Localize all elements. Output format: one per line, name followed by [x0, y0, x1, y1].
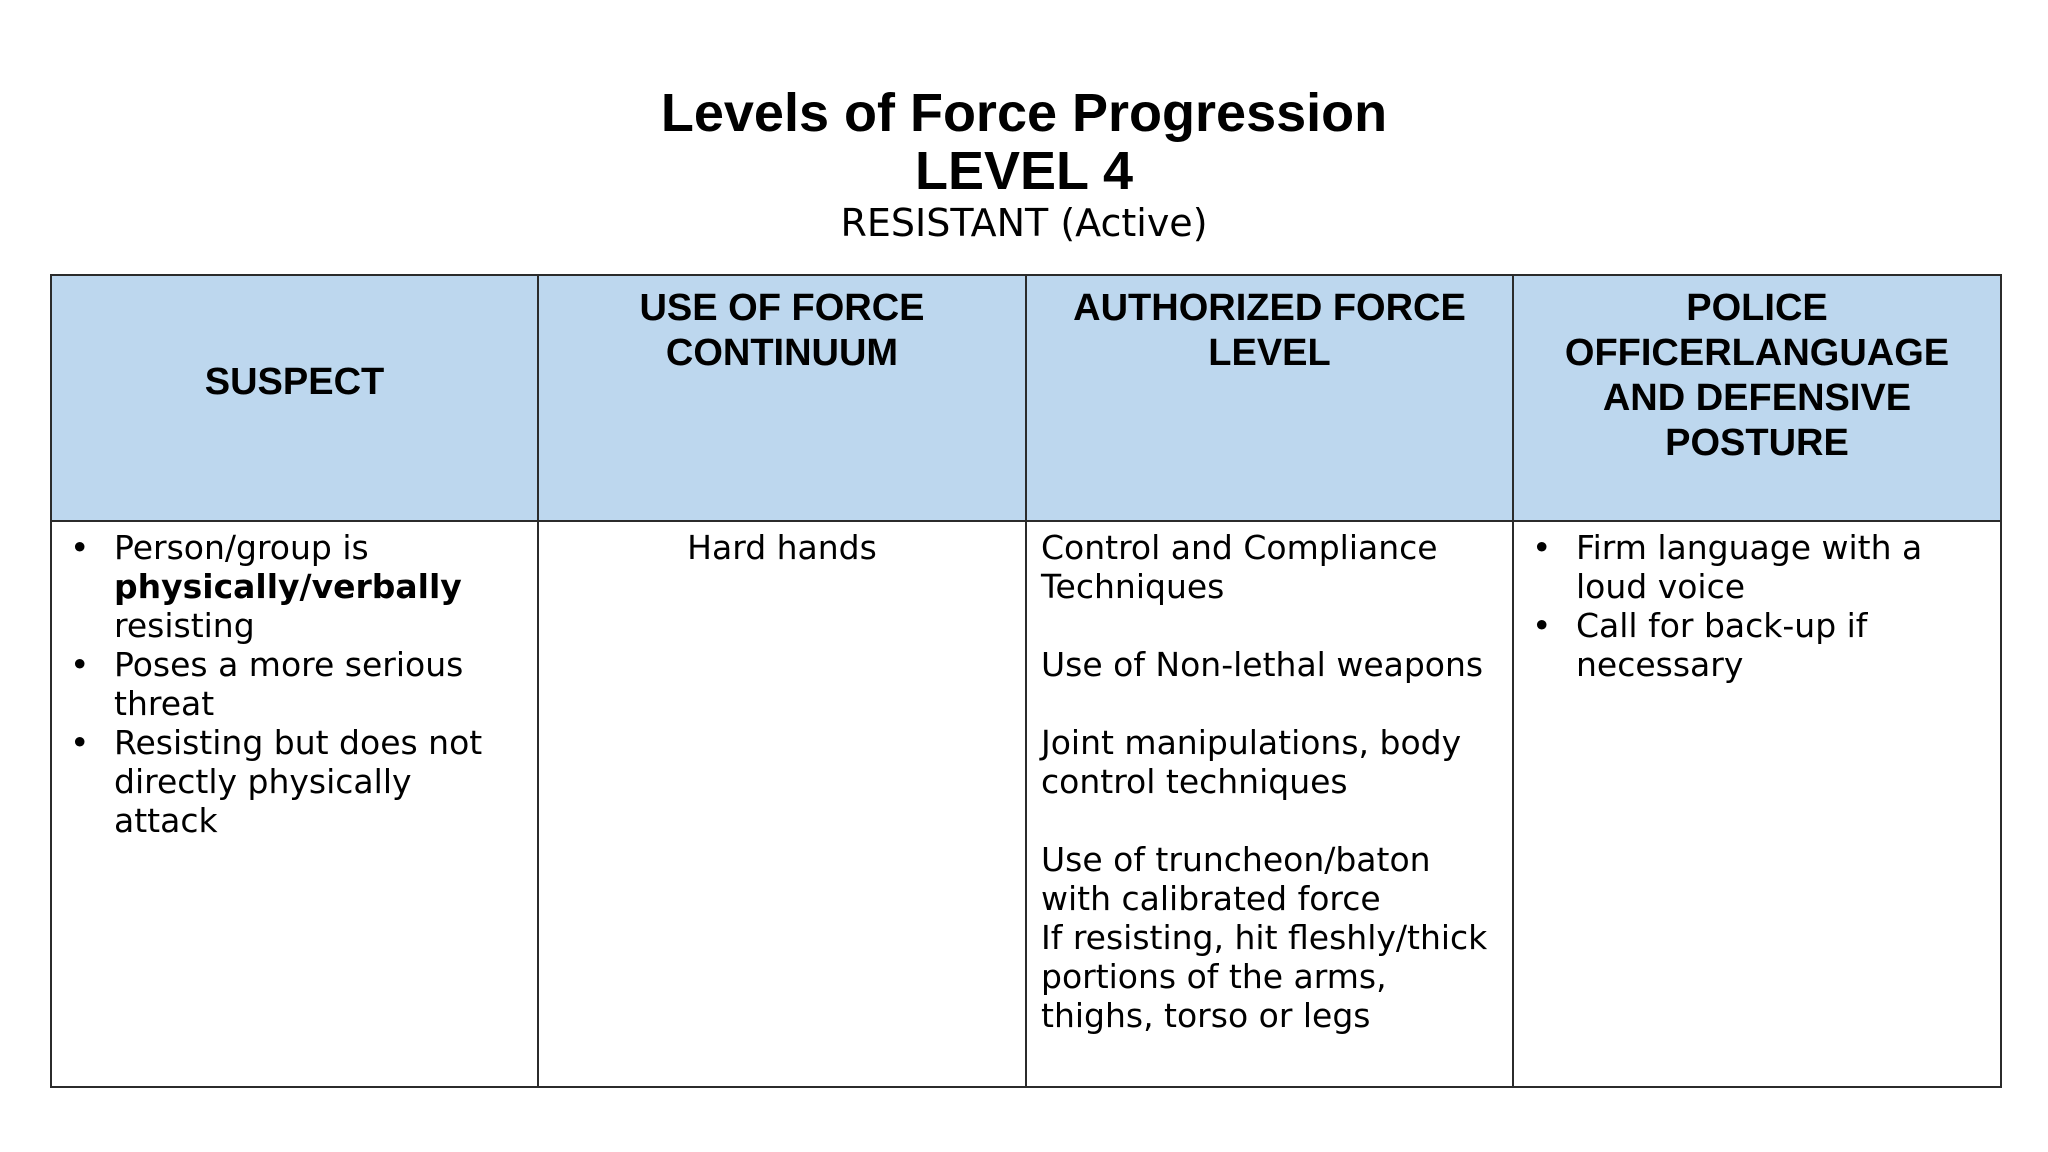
suspect-item-1-bold: physically/verbally — [114, 567, 462, 606]
authorized-paragraph-4: Use of truncheon/baton with calibrated f… — [1041, 840, 1431, 918]
cell-police-officer: Firm language with a loud voice Call for… — [1512, 520, 2002, 1088]
cell-continuum: Hard hands — [537, 520, 1027, 1088]
header-suspect: SUSPECT — [50, 274, 539, 522]
list-item: Resisting but does not directly physical… — [70, 723, 523, 840]
suspect-list: Person/group is physically/verbally resi… — [66, 528, 523, 840]
authorized-paragraph-1: Control and Compliance Techniques — [1041, 528, 1438, 606]
police-list: Firm language with a loud voice Call for… — [1528, 528, 1986, 684]
suspect-item-1-post: resisting — [114, 606, 255, 645]
table-row: Person/group is physically/verbally resi… — [50, 520, 2002, 1088]
suspect-item-1-pre: Person/group is — [114, 528, 369, 567]
authorized-paragraph-3: Joint manipulations, body control techni… — [1041, 723, 1462, 801]
authorized-paragraph-2: Use of Non-lethal weapons — [1041, 645, 1484, 684]
force-progression-table: SUSPECT USE OF FORCE CONTINUUM AUTHORIZE… — [50, 274, 2002, 1088]
header-police-officer-language: POLICE OFFICERLANGUAGE AND DEFENSIVE POS… — [1512, 274, 2002, 522]
authorized-paragraph-5: If resisting, hit fleshly/thick portions… — [1041, 918, 1488, 1035]
level-heading: LEVEL 4 — [914, 141, 1134, 201]
header-authorized-force-level: AUTHORIZED FORCE LEVEL — [1025, 274, 1514, 522]
table-header-row: SUSPECT USE OF FORCE CONTINUUM AUTHORIZE… — [50, 274, 2002, 522]
level-subtitle: RESISTANT (Active) — [840, 201, 1208, 245]
page-title: Levels of Force Progression — [660, 83, 1388, 143]
cell-authorized-force: Control and Compliance Techniques Use of… — [1025, 520, 1514, 1088]
list-item: Call for back-up if necessary — [1532, 606, 1986, 684]
list-item: Firm language with a loud voice — [1532, 528, 1986, 606]
header-use-of-force-continuum: USE OF FORCE CONTINUUM — [537, 274, 1027, 522]
cell-suspect: Person/group is physically/verbally resi… — [50, 520, 539, 1088]
title-block: Levels of Force Progression LEVEL 4 RESI… — [0, 84, 2048, 246]
continuum-value: Hard hands — [687, 528, 877, 567]
list-item: Poses a more serious threat — [70, 645, 523, 723]
list-item: Person/group is physically/verbally resi… — [70, 528, 523, 645]
